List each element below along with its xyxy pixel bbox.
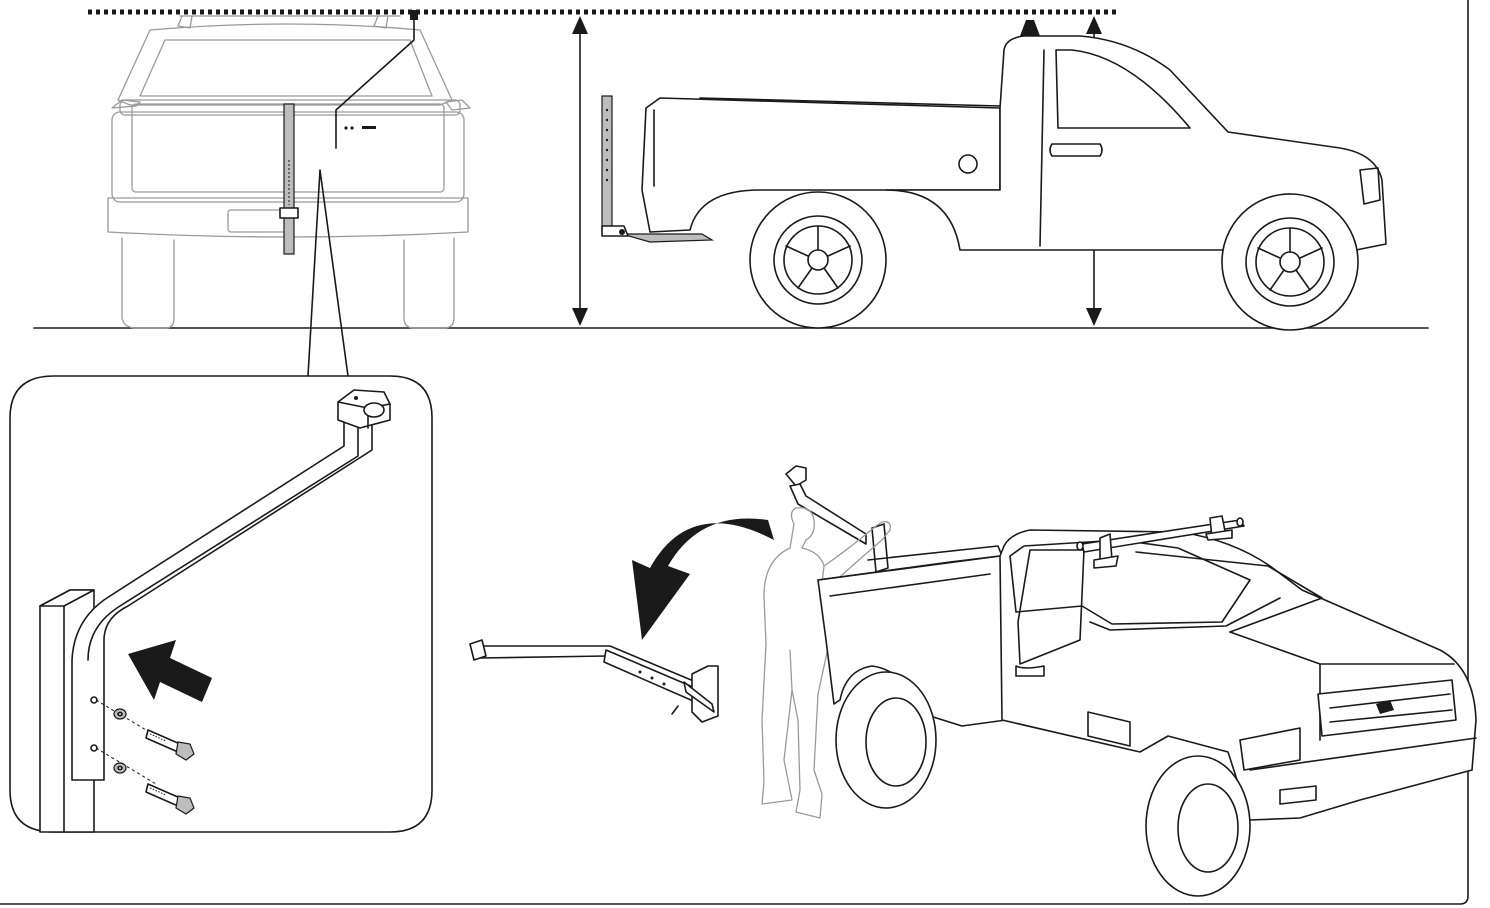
side-view-pickup xyxy=(572,16,1387,331)
bolt-icon xyxy=(145,729,195,761)
washer-icon xyxy=(113,762,127,774)
installer-pickup-truck xyxy=(817,515,1477,897)
washer-icon xyxy=(113,708,127,720)
curved-motion-arrow-icon xyxy=(632,518,774,640)
rear-mount-arm xyxy=(335,11,415,149)
lowered-mount-arm xyxy=(469,639,719,723)
clamp-block xyxy=(337,389,391,429)
installer-truck-front-wheel xyxy=(1145,755,1251,897)
rear-bolts xyxy=(344,126,376,130)
callout-leader xyxy=(307,169,349,377)
insert-direction-arrow-icon xyxy=(128,640,212,702)
rear-wheel xyxy=(749,191,887,329)
installer-truck-rear-wheel xyxy=(835,671,937,809)
side-post-holes xyxy=(605,108,609,182)
arm-bolt-detail-callout xyxy=(9,375,433,833)
measurement-arrow-icon xyxy=(572,16,588,326)
rear-mount-post xyxy=(279,103,299,255)
front-wheel xyxy=(1221,193,1359,331)
roof-rack xyxy=(1076,515,1245,569)
bolt-icon xyxy=(145,783,195,815)
installer-scene xyxy=(469,465,1477,897)
